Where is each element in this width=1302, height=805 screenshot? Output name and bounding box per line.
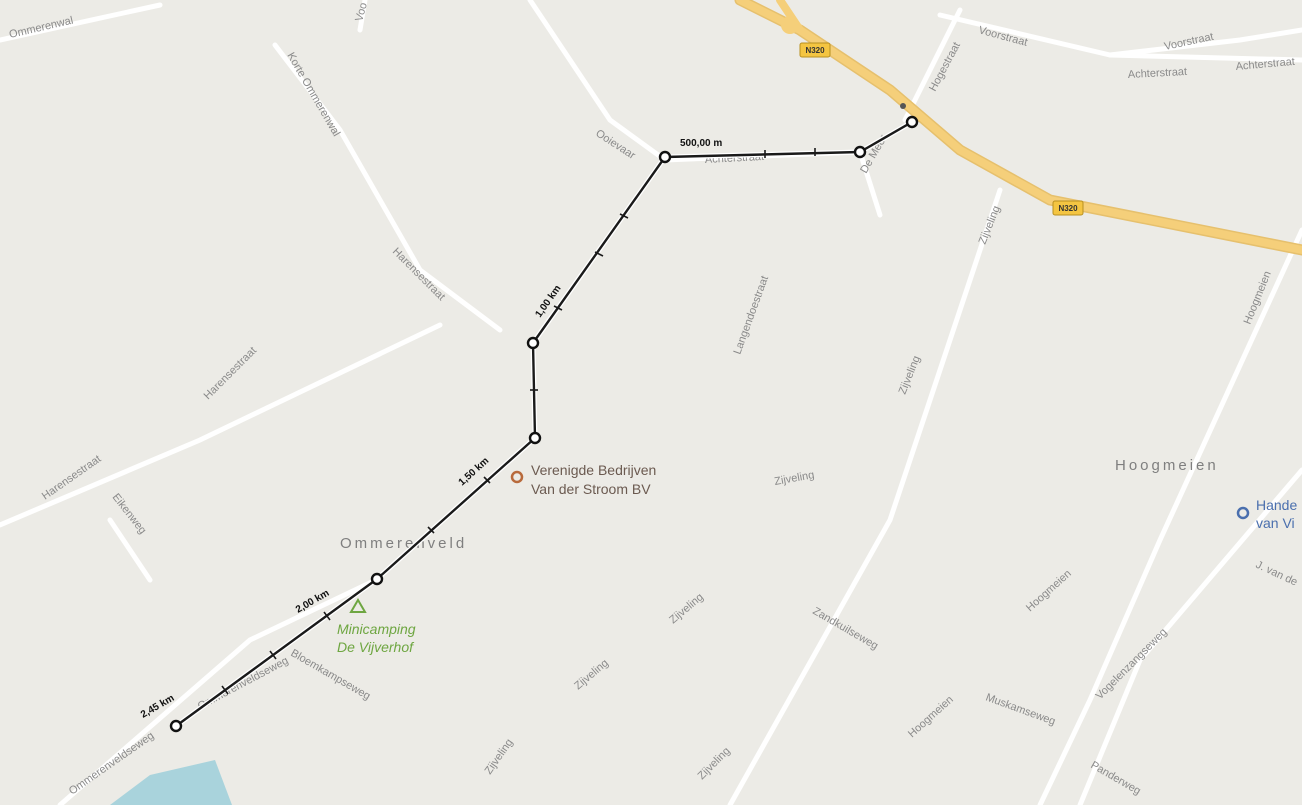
route-node[interactable]	[658, 150, 672, 164]
route-node[interactable]	[528, 431, 542, 445]
street-label: Achterstraat	[1235, 56, 1295, 73]
route-tick	[619, 213, 629, 219]
road-zijveling	[727, 187, 1003, 805]
route-distance-label: 500,00 m	[680, 138, 722, 149]
route-node[interactable]	[905, 115, 919, 129]
poi-minicamping[interactable]: Minicamping De Vijverhof	[337, 598, 416, 655]
store-pin-icon[interactable]	[1236, 506, 1250, 520]
road-korte-ommerenwal	[272, 42, 503, 333]
poi-verenigde-bedrijven[interactable]: Verenigde Bedrijven Van der Stroom BV	[510, 462, 656, 497]
route-end-marker-icon	[900, 103, 906, 109]
svg-text:N320: N320	[1058, 204, 1078, 213]
road-voorstraat	[937, 12, 1302, 58]
poi-label-line2: De Vijverhof	[337, 639, 415, 655]
route-tick	[427, 526, 435, 534]
road-voo	[357, 0, 368, 33]
street-label: Achterstraat	[1128, 66, 1188, 81]
route-node[interactable]	[526, 336, 540, 350]
road-de-meer	[857, 149, 883, 218]
poi-label-line1: Hande	[1256, 497, 1297, 513]
poi-label-line2: Van der Stroom BV	[531, 481, 651, 497]
route-node[interactable]	[370, 572, 384, 586]
route-tick	[269, 650, 277, 660]
poi-store-partial[interactable]: Hande van Vi	[1236, 497, 1297, 531]
road-shield-n320-east: N320	[1052, 200, 1084, 216]
major-road-n320	[734, 0, 1302, 256]
road-vogelenzangseweg	[1077, 467, 1302, 805]
road-achterstraat-east	[1107, 52, 1302, 63]
route-node[interactable]	[169, 719, 183, 733]
road-hoogmeien	[1037, 227, 1302, 805]
road-hogestraat	[902, 7, 963, 123]
route-tick	[594, 251, 604, 257]
route-ticks	[221, 148, 816, 695]
poi-label-line1: Verenigde Bedrijven	[531, 462, 656, 478]
road-ommerenwal	[0, 2, 163, 43]
business-pin-icon[interactable]	[510, 470, 524, 484]
water-body	[110, 760, 232, 805]
road-shield-n320-north: N320	[799, 42, 831, 58]
poi-label-line2: van Vi	[1256, 515, 1295, 531]
poi-label-line1: Minicamping	[337, 621, 416, 637]
route-tick	[553, 305, 563, 311]
road-eikenweg	[107, 517, 153, 583]
street-label: Voo	[353, 1, 370, 22]
area-label-hoogmeien: Hoogmeien	[1115, 457, 1219, 474]
camping-icon[interactable]	[349, 598, 367, 613]
road-ooievaar	[527, 0, 668, 163]
route-tick	[323, 611, 331, 621]
road-ommerenveldseweg	[57, 576, 381, 805]
road-harensestraat	[0, 322, 443, 528]
svg-text:N320: N320	[805, 46, 825, 55]
area-label-ommerenveld: Ommerenveld	[340, 535, 467, 552]
route-tick	[483, 476, 491, 484]
route-tick	[221, 685, 229, 695]
route-node[interactable]	[853, 145, 867, 159]
